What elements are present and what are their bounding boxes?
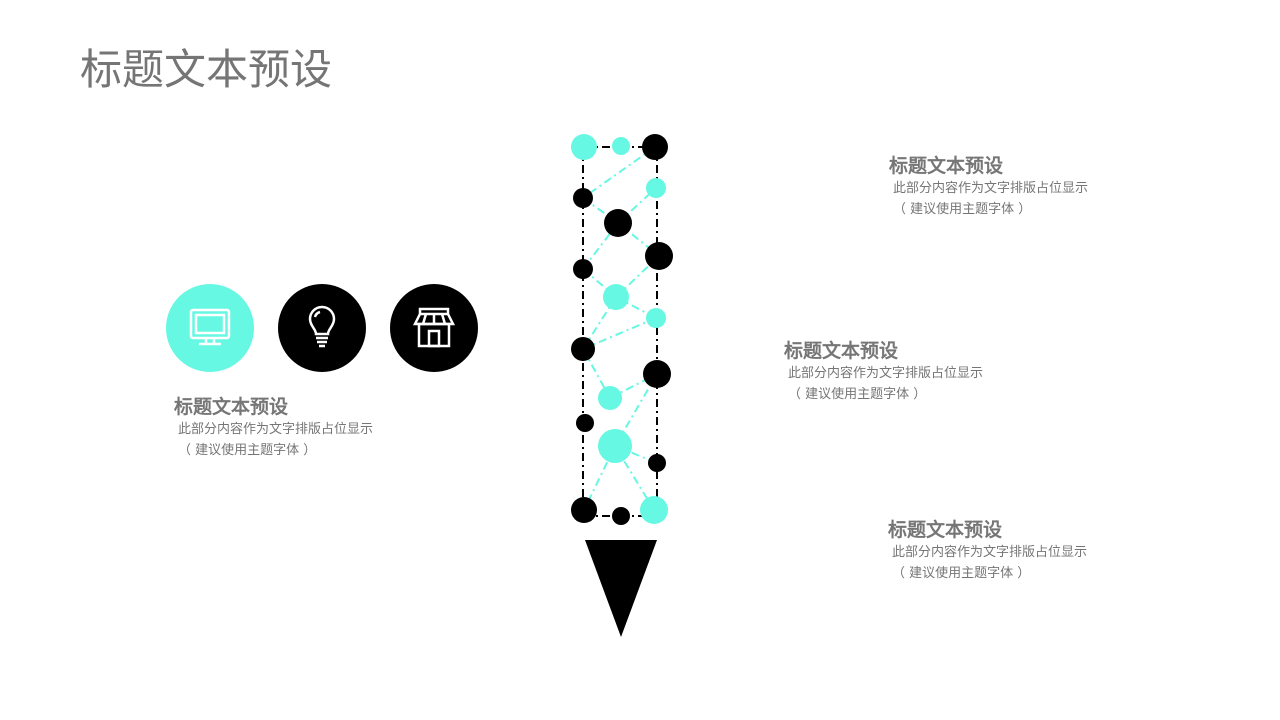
block-heading: 标题文本预设 [889, 155, 1004, 177]
block-heading: 标题文本预设 [784, 340, 899, 362]
block-line: 此部分内容作为文字排版占位显示 [178, 422, 374, 437]
right-text-block: 标题文本预设 此部分内容作为文字排版占位显示 （ 建议使用主题字体 ） [888, 518, 1087, 584]
store-icon [390, 284, 478, 372]
block-line: 此部分内容作为文字排版占位显示 [892, 545, 1088, 560]
right-text-block: 标题文本预设 此部分内容作为文字排版占位显示 （ 建议使用主题字体 ） [784, 339, 983, 405]
block-heading: 标题文本预设 [174, 396, 289, 418]
monitor-icon [166, 284, 254, 372]
right-text-block: 标题文本预设 此部分内容作为文字排版占位显示 （ 建议使用主题字体 ） [889, 154, 1088, 220]
block-line: （ 建议使用主题字体 ） [893, 202, 1032, 217]
block-line: 此部分内容作为文字排版占位显示 [788, 366, 984, 381]
block-line: （ 建议使用主题字体 ） [788, 387, 927, 402]
page-title: 标题文本预设 [80, 45, 333, 94]
block-heading: 标题文本预设 [888, 519, 1003, 541]
lightbulb-icon [278, 284, 366, 372]
left-text-block: 标题文本预设 此部分内容作为文字排版占位显示 （ 建议使用主题字体 ） [174, 395, 373, 461]
block-line: 此部分内容作为文字排版占位显示 [893, 181, 1089, 196]
block-line: （ 建议使用主题字体 ） [892, 566, 1031, 581]
block-line: （ 建议使用主题字体 ） [178, 443, 317, 458]
pencil-tip [585, 540, 657, 637]
